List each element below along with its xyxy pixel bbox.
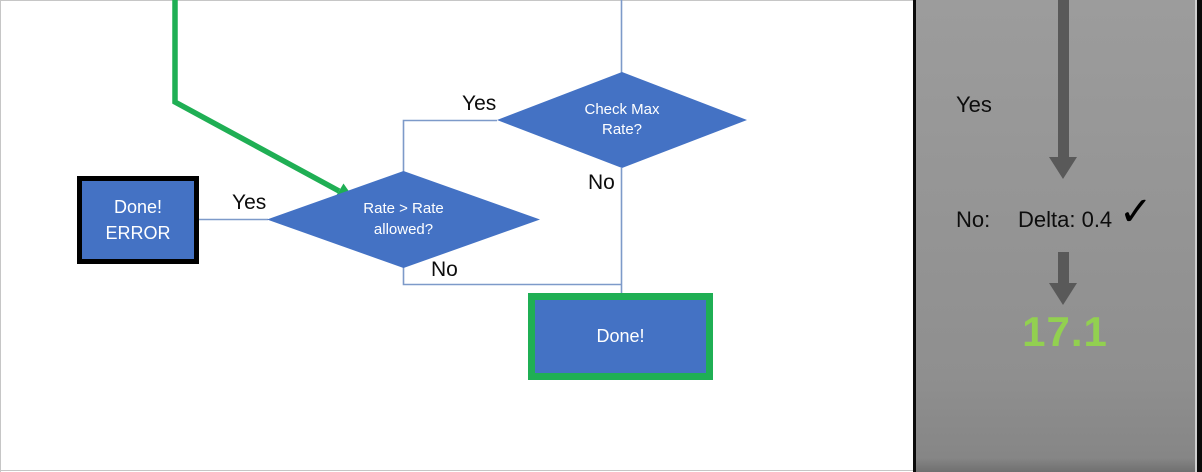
branch-label-yes-top: Yes bbox=[462, 92, 497, 115]
connector-lines bbox=[172, 0, 623, 294]
connector-yes-to-rate-diamond bbox=[402, 119, 497, 172]
slide-edge-bottom bbox=[0, 470, 913, 471]
panel-yes-label: Yes bbox=[956, 92, 992, 117]
green-flow-line bbox=[172, 0, 341, 194]
decision-rate-allowed-line2: allowed? bbox=[373, 220, 434, 238]
connector-no-to-done-corner bbox=[402, 267, 622, 286]
decision-rate-allowed-line1: Rate > Rate bbox=[363, 200, 444, 218]
branch-label-yes-left: Yes bbox=[232, 191, 267, 214]
reveal-panel: Yes No: Delta: 0.4 ✓ 17.1 bbox=[913, 0, 1202, 472]
down-arrow-head bbox=[1049, 283, 1077, 305]
down-arrow-head bbox=[1049, 157, 1077, 179]
decision-check-max-rate-line2: Rate? bbox=[601, 121, 643, 138]
slide-edge-top bbox=[0, 0, 913, 1]
done-box-label: Done! bbox=[596, 326, 645, 347]
panel-delta-value: Delta: 0.4 bbox=[1018, 207, 1113, 232]
down-arrow-shaft bbox=[1058, 0, 1069, 157]
decision-check-max-rate-line1: Check Max bbox=[584, 100, 660, 118]
panel-no-label: No: bbox=[956, 207, 991, 232]
done-error-line2: ERROR bbox=[105, 223, 171, 243]
slide-edge-left bbox=[0, 0, 1, 472]
done-error-box: Done! ERROR bbox=[77, 176, 199, 264]
branch-label-no-top: No bbox=[588, 171, 615, 194]
done-box: Done! bbox=[528, 293, 713, 380]
panel-inner-edge bbox=[1195, 0, 1197, 472]
result-value: 17.1 bbox=[1022, 308, 1108, 355]
checkmark-icon: ✓ bbox=[1119, 190, 1153, 234]
done-error-line1: Done! bbox=[113, 196, 163, 217]
down-arrow-shaft bbox=[1058, 252, 1069, 283]
branch-label-no-bottom: No bbox=[431, 258, 458, 281]
